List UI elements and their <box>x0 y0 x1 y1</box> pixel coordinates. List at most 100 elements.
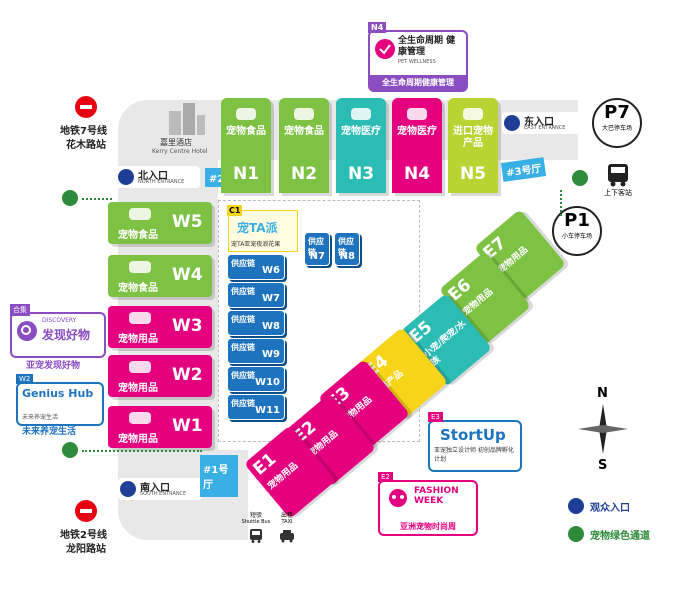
product-icon <box>463 108 483 120</box>
genius-label: 未来养宠生活 <box>22 427 77 437</box>
hall-code: W2 <box>172 365 203 385</box>
product-icon <box>407 108 427 120</box>
bus-icon <box>608 164 628 187</box>
metro-line7-name: 地铁7号线 <box>60 126 107 137</box>
north-entrance-en: NORTH ENTRANCE <box>138 179 185 185</box>
bus-stop-label: 上下客站 <box>604 189 632 197</box>
hotel-icon <box>169 103 205 135</box>
hall-n4[interactable]: 宠物医疗 N4 <box>392 98 442 193</box>
metro-line7-station: 花木路站 <box>66 140 106 151</box>
discovery-tag: 合集 <box>10 304 30 316</box>
hall-3-label: #3号厅 <box>500 157 547 182</box>
booth-w11[interactable]: 供应链 W11 <box>227 394 285 420</box>
booth-w7[interactable]: 供应链 W7 <box>227 282 285 308</box>
bus-icon <box>250 529 262 543</box>
east-entrance[interactable]: 东入口 EAST ENTRANCE <box>502 112 580 134</box>
product-icon <box>294 108 314 120</box>
legend-pet-label: 宠物绿色通道 <box>590 531 650 542</box>
e2-fashion-callout[interactable]: E2 FASHION WEEK 亚洲宠物时尚周 <box>378 472 478 536</box>
hall-category: 宠物食品 <box>284 126 324 137</box>
taxi-cn: 出租 <box>280 512 293 519</box>
booth-label: 供应链 <box>231 399 255 408</box>
pet-path <box>82 450 202 452</box>
booth-n7[interactable]: 供应链 N7 <box>304 232 330 266</box>
hall-w3[interactable]: 宠物用品 W3 <box>108 306 212 348</box>
hall-code: N2 <box>290 164 318 184</box>
hall-w1[interactable]: 宠物用品 W1 <box>108 406 212 448</box>
hall-w5[interactable]: 宠物食品 W5 <box>108 202 212 244</box>
discovery-label: 亚宠发现好物 <box>26 361 81 371</box>
south-entrance[interactable]: 南入口 SOUTH ENTRANCE <box>118 478 202 500</box>
hall-category: 宠物用品 <box>118 383 158 394</box>
bus-stop[interactable]: 上下客站 <box>598 162 638 208</box>
hall-category: 宠物食品 <box>118 283 158 294</box>
n4-feature-code: N4 <box>368 22 387 33</box>
e2-feature-label: 亚洲宠物时尚周 <box>400 522 456 531</box>
pet-path <box>82 198 112 200</box>
hall-category: 宠物用品 <box>118 334 158 345</box>
booth-code: W6 <box>262 265 280 276</box>
pet-channel-icon <box>62 190 78 206</box>
visitor-entrance-icon <box>568 498 584 514</box>
booth-code: W9 <box>262 349 280 360</box>
wellness-icon <box>375 39 395 59</box>
hotel-block: 嘉里酒店 Kerry Centre Hotel <box>152 103 222 158</box>
taxi-stop[interactable]: 出租 TAXI <box>272 510 302 560</box>
compass: N S <box>578 386 628 476</box>
booth-w10[interactable]: 供应链 W10 <box>227 366 285 392</box>
booth-code: N8 <box>339 251 355 262</box>
metro-line7[interactable]: 地铁7号线 花木路站 <box>50 96 130 156</box>
genius-brand: Genius Hub <box>22 387 94 400</box>
hall-code: W5 <box>172 212 203 232</box>
hall-n3[interactable]: 宠物医疗 N3 <box>336 98 386 193</box>
north-entrance-label: 北入口 <box>138 171 168 182</box>
booth-label: 供应链 <box>231 371 255 380</box>
startup-logo: StortUp <box>440 426 506 444</box>
shuttle-stop[interactable]: 短驳 Shuttle Bus <box>236 510 276 560</box>
hall-w4[interactable]: 宠物食品 W4 <box>108 255 212 297</box>
booth-code: W8 <box>262 321 280 332</box>
booth-w8[interactable]: 供应链 W8 <box>227 310 285 336</box>
booth-w6[interactable]: 供应链 W6 <box>227 254 285 280</box>
metro-line2[interactable]: 地铁2号线 龙阳路站 <box>50 500 130 560</box>
south-entrance-en: SOUTH ENTRANCE <box>140 491 187 497</box>
discovery-callout[interactable]: 合集 DISCOVERY 发现好物 <box>10 304 106 358</box>
hotel-name-en: Kerry Centre Hotel <box>152 148 208 155</box>
metro-line2-name: 地铁2号线 <box>60 530 107 541</box>
c1-zone[interactable]: C1 宠TA派 宠TA亚宠夜浪花果 <box>227 205 298 252</box>
e3-startup-callout[interactable]: E3 StortUp 亚宠独立设计师 初创品牌孵化计划 <box>428 412 522 472</box>
booth-n8[interactable]: 供应链 N8 <box>334 232 360 266</box>
hall-w2[interactable]: 宠物用品 W2 <box>108 355 212 397</box>
hotel-name-cn: 嘉里酒店 <box>160 138 192 147</box>
hall-n2[interactable]: 宠物食品 N2 <box>279 98 329 193</box>
booth-label: 供应链 <box>231 343 255 352</box>
pet-channel-icon <box>568 526 584 542</box>
north-entrance[interactable]: 北入口 NORTH ENTRANCE <box>116 166 200 188</box>
booth-label: 供应链 <box>231 315 255 324</box>
hall-code: N3 <box>347 164 375 184</box>
metro-icon <box>75 96 97 118</box>
booth-label: 供应链 <box>308 237 324 257</box>
hall-category: 进口宠物产品 <box>453 126 493 149</box>
genius-callout[interactable]: W2 Genius Hub 未来养宠生活 <box>16 374 104 426</box>
fashion-dog-icon <box>389 489 407 507</box>
discovery-icon <box>17 321 37 341</box>
p7-label: 大巴停车场 <box>601 125 632 132</box>
legend-pet: 宠物绿色通道 <box>568 524 678 544</box>
booth-label: 供应链 <box>231 259 255 268</box>
booth-label: 供应链 <box>231 287 255 296</box>
n4-feature-callout[interactable]: N4 全生命周期 健康管理 PET WELLNESS 全生命周期健康管理 <box>368 22 468 92</box>
hall-category: 宠物医疗 <box>341 126 381 137</box>
startup-sub: 亚宠独立设计师 初创品牌孵化计划 <box>434 447 514 463</box>
product-icon <box>129 361 151 373</box>
hall-n1[interactable]: 宠物食品 N1 <box>221 98 271 193</box>
legend-visitor-label: 观众入口 <box>590 503 630 514</box>
genius-tag: W2 <box>16 374 34 384</box>
hall-code: W4 <box>172 265 203 285</box>
parking-p7[interactable]: P7 大巴停车场 <box>592 98 642 148</box>
south-entrance-label: 南入口 <box>140 483 170 494</box>
hall-n5[interactable]: 进口宠物产品 N5 <box>448 98 498 193</box>
hall-code: N4 <box>403 164 431 184</box>
hall-1-label: #1号厅 <box>200 455 238 497</box>
booth-w9[interactable]: 供应链 W9 <box>227 338 285 364</box>
